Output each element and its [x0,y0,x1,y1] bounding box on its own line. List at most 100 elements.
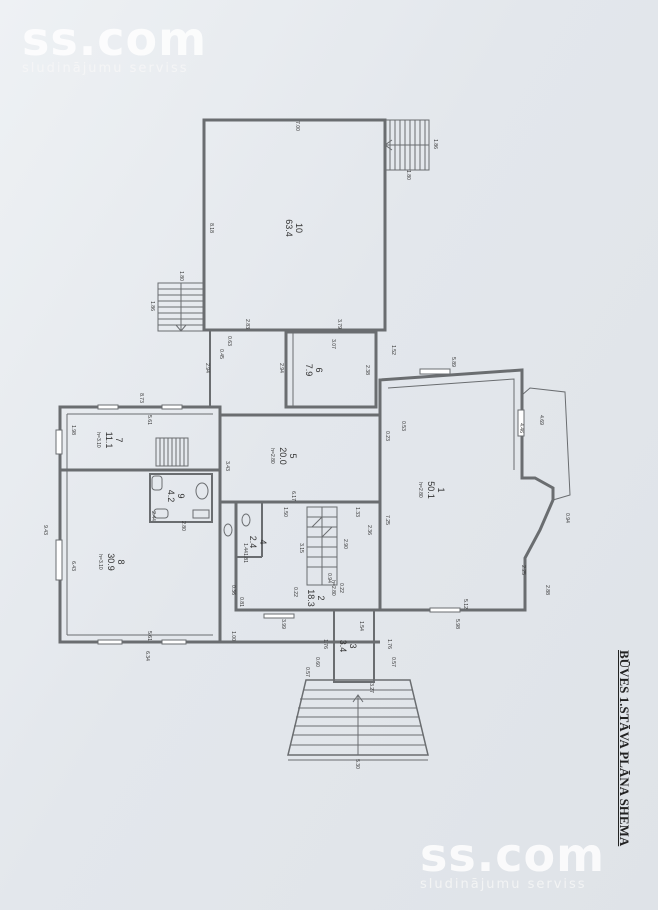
plan-title: BŪVES 1.STĀVA PLĀNA SHEMA [617,650,632,847]
dim-label: 4.69 [538,415,544,425]
dim-label: 8.18 [208,223,214,233]
dim-label: 7.00 [294,121,300,131]
dim-label: 2.25 [520,565,526,575]
dim-label: 0.36 [230,585,236,595]
dim-label: 2.83 [244,319,250,329]
room-5-height: h=2.80 [269,448,275,464]
room-4-label: 4 2.4 [248,536,268,549]
room-3-label: 3 3.4 [338,640,358,653]
room-3-walls [333,609,375,683]
dim-label: 2.38 [364,365,370,375]
dim-label: 0.81 [238,597,244,607]
room-9-number: 9 [176,493,186,498]
stair-top-right [384,119,430,171]
room-6-walls [284,330,378,409]
entrance-stair [287,679,429,756]
dim-label: 3.79 [336,319,342,329]
dim-label: 1.50 [282,507,288,517]
dim-label: 7.25 [384,515,390,525]
dim-label: 5.98 [454,619,460,629]
room-2-area: 18.3 [306,589,316,607]
room-9-label: 9 4.2 [166,490,186,503]
dim-label: 1.52 [390,345,396,355]
room-7-area: 11.1 [104,432,114,449]
room-8-number: 8 [116,559,126,564]
room-4-number: 4 [258,539,268,544]
dim-label: 1.81 [242,553,248,563]
room-6-area: 7.9 [304,364,314,377]
dim-label: 2.94 [204,363,210,373]
stair-room-2 [306,506,338,586]
dim-label: 0.23 [384,431,390,441]
dim-label: 1.80 [405,170,411,180]
dim-label: 5.12 [462,599,468,609]
room-labels: 10 63.4 6 7.9 7 11.1 h=3.10 8 30.9 h=3.1… [95,219,446,652]
dim-label: 0.57 [304,667,310,677]
room-7-label: 7 11.1 h=3.10 [95,432,124,449]
dim-label: 8.73 [138,393,144,403]
room-4-area: 2.4 [248,536,258,549]
room-6-number: 6 [314,367,324,372]
room-9-walls [149,473,213,523]
left-wing-walls [58,405,222,644]
dim-label: 4.46 [518,423,524,433]
dim-label: 1.33 [354,507,360,517]
dim-label: 0.94 [564,513,570,523]
room-8-label: 8 30.9 h=3.10 [97,553,126,571]
room-1-label: 1 50.1 h=2.80 [417,481,446,499]
dim-label: 1.86 [149,301,155,311]
dim-label: 0.45 [218,349,224,359]
room-1-number: 1 [436,487,446,492]
room-1-height: h=2.80 [417,482,423,498]
room-6-label: 6 7.9 [304,364,324,377]
room-2-height: h=2.80 [330,580,336,596]
dim-label: 0.22 [292,587,298,597]
room-3-area: 3.4 [338,640,348,653]
dim-label: 2.88 [544,585,550,595]
room-9-area: 4.2 [166,490,176,503]
dim-label: 5.61 [146,415,152,425]
room-7-number: 7 [114,437,124,442]
dim-label: 0.53 [400,421,406,431]
dim-label: 1.86 [432,139,438,149]
dim-label: 0.60 [314,657,320,667]
room-5-number: 5 [288,453,298,458]
dim-label: 1.54 [358,621,364,631]
dim-label: 6.17 [290,491,296,501]
dim-label: 0.63 [226,336,232,346]
room-5-walls [218,413,382,504]
room-8-area: 30.9 [106,553,116,571]
dim-label: 2.44 [150,511,156,521]
dim-label: 3.27 [368,683,374,693]
dim-label: 1.98 [70,425,76,435]
dim-label: 0.57 [390,657,396,667]
dim-label: 1.00 [230,631,236,641]
dim-label: 3.15 [298,543,304,553]
room-5-area: 20.0 [278,447,288,465]
room-10-label: 10 63.4 [284,219,304,237]
dim-label: 1.76 [386,639,392,649]
room-1-walls [378,368,555,612]
stair-room-7 [155,437,189,467]
room-8-height: h=3.10 [97,554,103,570]
dim-label: 3.43 [224,461,230,471]
dim-label: 3.07 [330,339,336,349]
dim-label: 2.90 [342,539,348,549]
dim-label: 5.89 [450,357,456,367]
room-10-number: 10 [294,223,304,233]
dim-label: 6.34 [144,651,150,661]
room-5-label: 5 20.0 h=2.80 [269,447,298,465]
dim-label: 0.94 [326,573,332,583]
dim-label: 5.30 [354,759,360,769]
dim-label: 1.76 [322,639,328,649]
dim-label: 9.43 [42,525,48,535]
dim-label: 1.80 [178,271,184,281]
dim-label: 2.36 [366,525,372,535]
room-2-label: 2 18.3 h=2.80 [306,580,336,606]
dim-label: 2.80 [180,521,186,531]
plan-walls [55,118,571,761]
dim-label: 1.44 [242,543,248,553]
dimension-labels: 7.00 1.86 1.80 8.18 1.80 1.86 2.83 3.79 … [42,121,570,769]
